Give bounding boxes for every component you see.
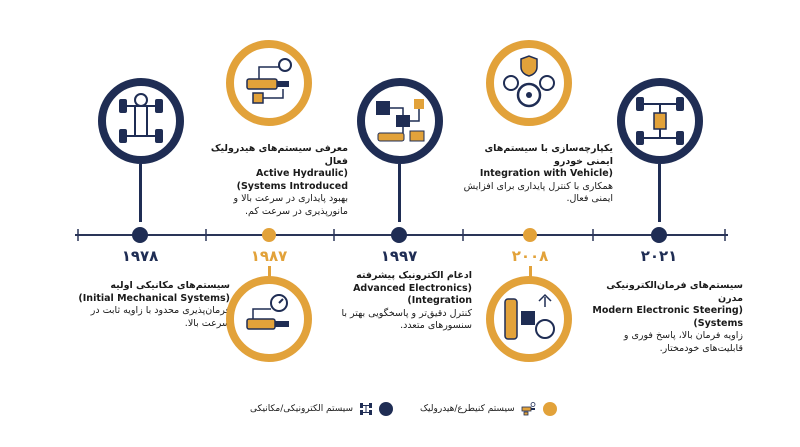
milestone-1987-dot <box>262 228 276 242</box>
milestone-desc: کنترل دقیق‌تر و پاسخگویی بهتر با سنسورها… <box>341 307 472 332</box>
milestone-desc: فرمان‌پذیری محدود با زاویه ثابت در سرعت … <box>90 305 230 329</box>
milestone-2008-ring-top <box>486 40 572 126</box>
legend-orange: سیستم کنیطرع/هیدرولیک <box>420 402 557 416</box>
milestone-title: سیستم‌های مکانیکی اولیه <box>110 280 230 291</box>
year-label: ۱۹۹۷ <box>380 247 418 265</box>
milestone-title: سیستم‌های فرمان‌الکترونیکی مدرن <box>606 280 743 304</box>
milestone-1978-text: سیستم‌های مکانیکی اولیه (Initial Mechani… <box>70 280 230 330</box>
legend-chassis-icon <box>360 403 373 415</box>
milestone-2008-ring-bottom <box>486 276 572 362</box>
milestone-1978-dot <box>132 227 148 243</box>
vehicle-safety-icon <box>503 55 555 108</box>
milestone-desc: همکاری با کنترل پایداری برای افزایش ایمن… <box>463 180 613 205</box>
milestone-2008-text: یکپارچه‌سازی با سیستم‌های ایمنی خودرو (I… <box>463 143 613 206</box>
hydraulic-gauge-icon <box>246 294 289 330</box>
year-label: ۱۹۸۷ <box>250 247 288 265</box>
legend-orange-label: سیستم کنیطرع/هیدرولیک <box>420 404 515 414</box>
milestone-1978-ring <box>98 78 184 164</box>
milestone-2021-dot <box>651 227 667 243</box>
milestone-title-en: (Advanced Electronics Integration) <box>353 282 472 307</box>
milestone-1987-ring-bottom <box>226 276 312 362</box>
legend-navy-label: سیستم الکترونیکی/مکانیکی <box>250 404 354 414</box>
milestone-title-en: (Modern Electronic Steering Systems) <box>592 305 743 329</box>
milestone-title: ادغام الکترونیک پیشرفته <box>356 270 472 281</box>
milestone-title-en: (Initial Mechanical Systems) <box>78 292 230 304</box>
hydraulic-system-icon <box>246 58 292 104</box>
legend-hydraulic-icon <box>521 402 536 416</box>
milestone-title-en: (Active Hydraulic Systems Introduced) <box>236 168 348 192</box>
year-label: ۱۹۷۸ <box>121 247 159 265</box>
milestone-1997-ring <box>357 78 443 164</box>
modern-steering-chassis-icon <box>636 97 684 145</box>
milestone-2021-ring <box>617 78 703 164</box>
steering-chassis-icon <box>504 293 555 340</box>
electronics-circuit-icon <box>376 99 425 142</box>
milestone-title: معرفی سیستم‌های هیدرولیک فعال <box>210 143 348 167</box>
milestone-desc: زاویه فرمان بالا، پاسخ فوری و قابلیت‌های… <box>623 330 743 354</box>
legend-navy-swatch <box>379 402 394 416</box>
milestone-2008-dot <box>523 228 537 242</box>
milestone-1997-dot <box>391 227 407 243</box>
milestone-desc: بهبود پایداری در سرعت بالا و مانورپذیری … <box>233 193 348 217</box>
year-label: ۲۰۰۸ <box>511 247 549 265</box>
milestone-title: یکپارچه‌سازی با سیستم‌های ایمنی خودرو <box>484 143 613 167</box>
legend-navy: سیستم الکترونیکی/مکانیکی <box>250 402 394 416</box>
year-label: ۲۰۲۱ <box>640 247 678 265</box>
mechanical-chassis-icon <box>119 93 163 143</box>
milestone-2021-text: سیستم‌های فرمان‌الکترونیکی مدرن (Modern … <box>583 280 743 355</box>
milestone-1987-ring-top <box>226 40 312 126</box>
legend-orange-swatch <box>542 402 557 416</box>
milestone-1997-text: ادغام الکترونیک پیشرفته (Advanced Electr… <box>322 270 472 333</box>
milestone-title-en: (Integration with Vehicle <box>479 168 613 179</box>
milestone-1987-text: معرفی سیستم‌های هیدرولیک فعال (Active Hy… <box>208 143 348 218</box>
